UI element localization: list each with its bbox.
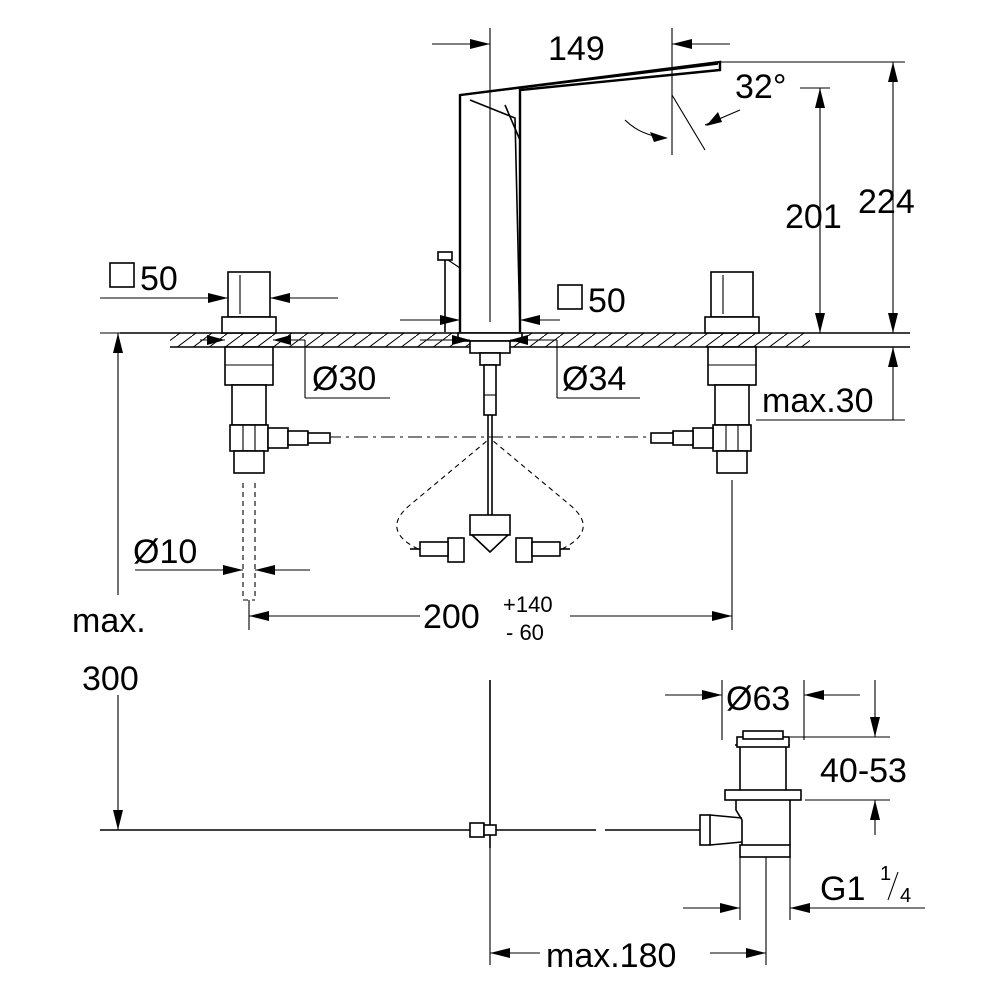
- label-max300-b: 300: [82, 660, 139, 698]
- dim-dia34: [420, 335, 640, 399]
- dim-224: [720, 61, 905, 333]
- label-spread-minus: - 60: [506, 620, 544, 645]
- dim-dia63: [665, 680, 860, 740]
- label-40-53: 40-53: [820, 752, 907, 790]
- dim-max30: [756, 347, 905, 421]
- label-max300-a: max.: [72, 602, 146, 640]
- hose-lines: [300, 436, 660, 550]
- label-32deg: 32°: [735, 68, 786, 106]
- dim-32deg: [624, 94, 741, 151]
- label-max180: max.180: [546, 937, 676, 975]
- dim-g114: [683, 857, 925, 920]
- spout-body: [437, 60, 722, 333]
- dim-dia30: [200, 335, 390, 399]
- label-201: 201: [785, 198, 842, 236]
- dim-149: [432, 28, 730, 155]
- label-dia34: Ø34: [562, 360, 626, 398]
- dim-square-left: [100, 262, 338, 303]
- dim-dia10: [135, 565, 310, 575]
- popup-rod: [100, 680, 700, 848]
- dim-201: [800, 87, 830, 333]
- dim-square-right: [400, 284, 583, 325]
- label-149: 149: [548, 30, 605, 68]
- label-square-left: 50: [140, 260, 178, 298]
- dim-spread: [248, 480, 733, 630]
- label-dia30: Ø30: [312, 360, 376, 398]
- label-square-right: 50: [588, 282, 626, 320]
- label-spread-plus: +140: [503, 592, 553, 617]
- left-valve: [221, 271, 331, 601]
- spout-mount: [457, 332, 523, 515]
- dim-40-53: [790, 680, 890, 835]
- mixer-body: [410, 514, 570, 563]
- label-g1-den: 4: [900, 885, 911, 907]
- fraction-slash: [887, 871, 899, 901]
- dim-max180: [489, 848, 767, 965]
- label-g1-num: 1: [880, 863, 891, 885]
- label-spread: 200: [423, 598, 480, 636]
- label-224: 224: [858, 183, 915, 221]
- label-dia63: Ø63: [726, 680, 790, 718]
- right-valve: [650, 271, 760, 474]
- label-max30: max.30: [762, 382, 874, 420]
- waste-fitting: [699, 730, 802, 870]
- label-g1: G1: [820, 870, 865, 908]
- label-dia10: Ø10: [133, 533, 197, 571]
- dim-max300: [100, 332, 222, 830]
